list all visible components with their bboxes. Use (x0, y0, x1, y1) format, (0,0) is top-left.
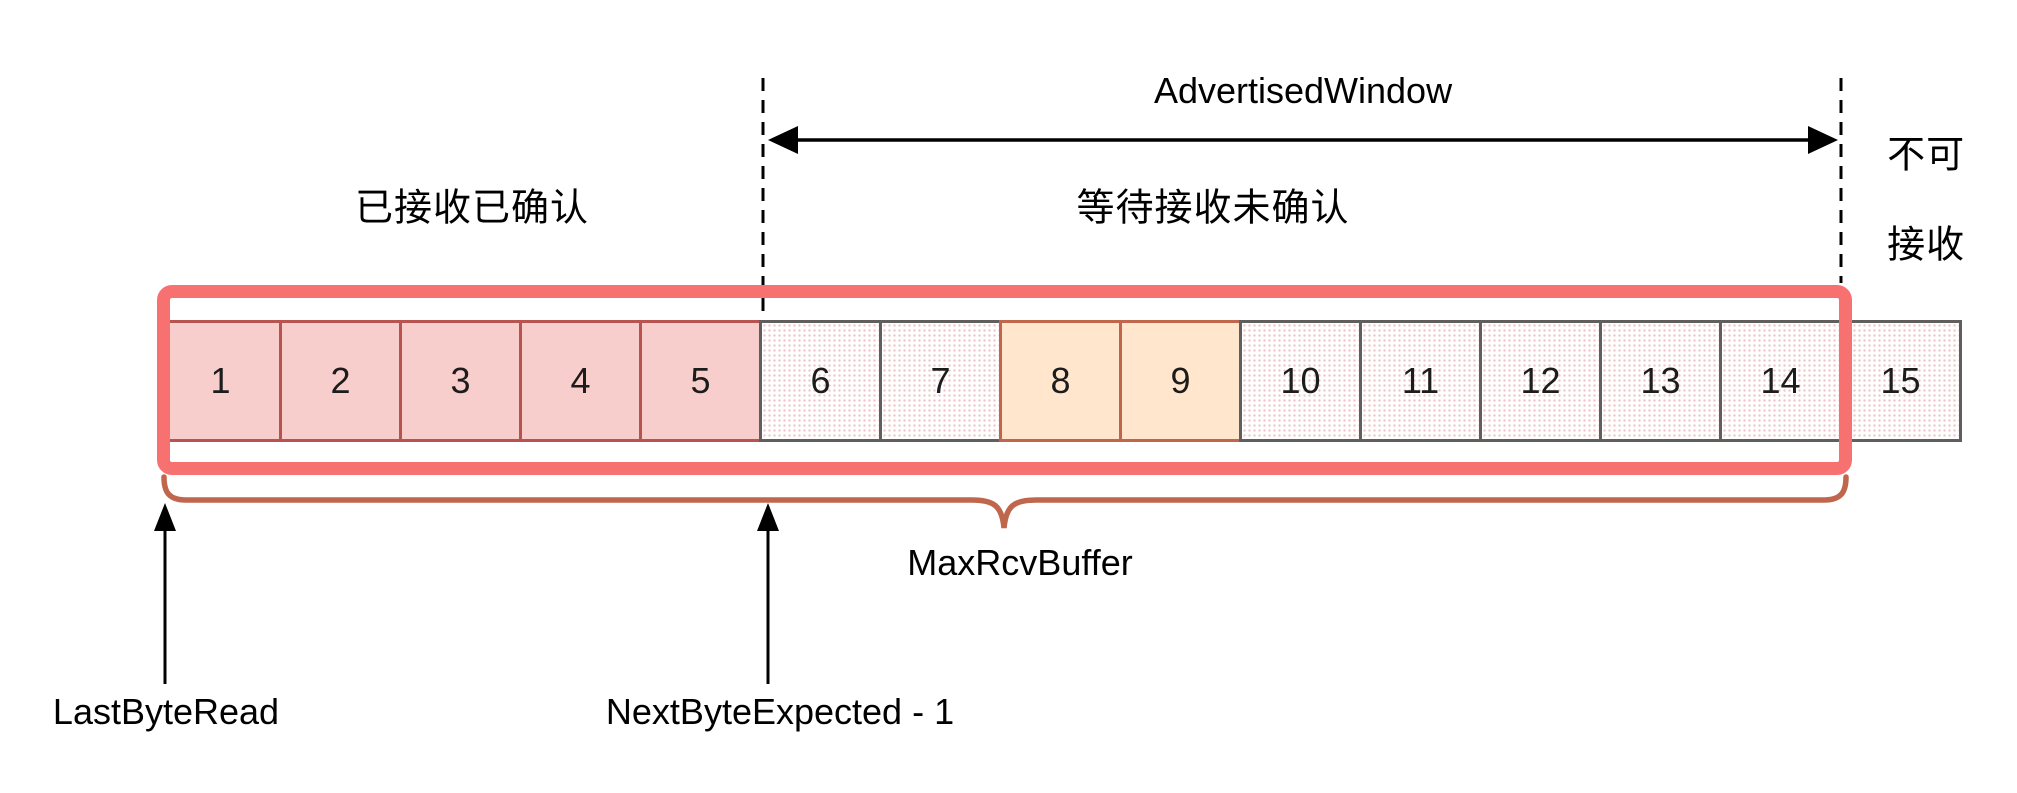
max-rcv-buffer-brace-icon (161, 474, 1849, 529)
buffer-cell: 14 (1719, 320, 1842, 442)
buffer-cell: 11 (1359, 320, 1482, 442)
received-acked-label: 已接收已确认 (354, 187, 590, 230)
receive-buffer-cells: 1 2 3 4 5 6 7 8 9 10 11 12 13 14 15 (159, 320, 1962, 442)
advertised-window-label: AdvertisedWindow (1153, 70, 1453, 111)
advertised-window-arrow-icon (768, 126, 1838, 154)
buffer-cell: 12 (1479, 320, 1602, 442)
receive-window-outline (157, 285, 1852, 475)
buffer-cell: 7 (879, 320, 1002, 442)
waiting-unacked-label: 等待接收未确认 (1076, 187, 1350, 230)
buffer-cell: 15 (1839, 320, 1962, 442)
buffer-cell: 2 (279, 320, 402, 442)
buffer-cell: 6 (759, 320, 882, 442)
last-byte-read-label: LastByteRead (52, 691, 280, 732)
not-receivable-line2: 接收 (1887, 224, 1966, 267)
not-receivable-line1: 不可 (1887, 134, 1966, 177)
buffer-cell: 8 (999, 320, 1122, 442)
not-receivable-label: 不可 接收 (1841, 89, 1965, 314)
buffer-cell: 13 (1599, 320, 1722, 442)
last-byte-read-arrow-icon (154, 503, 176, 684)
next-byte-expected-label: NextByteExpected - 1 (605, 691, 955, 732)
buffer-cell: 10 (1239, 320, 1362, 442)
next-byte-expected-arrow-icon (757, 503, 779, 684)
max-rcv-buffer-label: MaxRcvBuffer (907, 542, 1133, 583)
buffer-cell: 9 (1119, 320, 1242, 442)
